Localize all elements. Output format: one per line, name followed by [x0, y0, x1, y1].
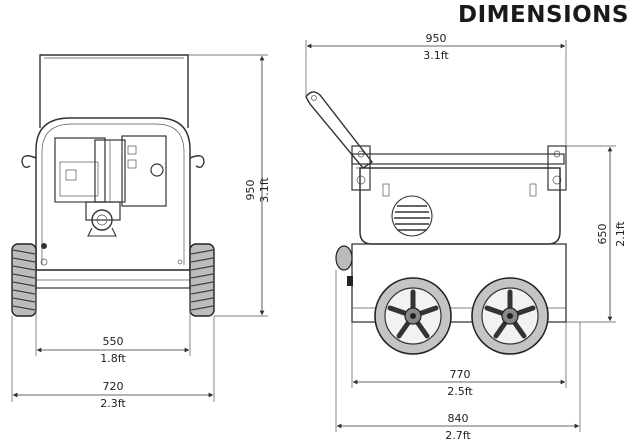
side-left-wheel [374, 277, 452, 355]
side-height-mm: 650 [596, 224, 609, 245]
side-wheelbase-ft: 2.5ft [447, 385, 473, 398]
front-body [21, 117, 205, 289]
front-outer-width-ft: 2.3ft [100, 397, 126, 410]
side-width-dimension: 840 2.7ft [335, 270, 581, 442]
front-right-wheel [189, 243, 215, 317]
side-width-mm: 840 [448, 412, 469, 425]
side-height-dimension: 650 2.1ft [566, 145, 627, 323]
side-width-ft: 2.7ft [445, 429, 471, 442]
front-height-dimension: 950 3.1ft [188, 54, 271, 317]
side-vent [391, 195, 433, 237]
side-handle [305, 91, 374, 169]
side-wheelbase-dimension: 770 2.5ft [351, 322, 567, 398]
side-length-mm: 950 [426, 32, 447, 45]
page-title: DIMENSIONS [458, 2, 629, 28]
front-inner-width-mm: 550 [103, 335, 124, 348]
front-inner-width-ft: 1.8ft [100, 352, 126, 365]
side-view: 950 3.1ft 650 2.1ft 770 2.5ft 840 2.7ft [305, 32, 627, 442]
front-height-mm: 950 [244, 180, 257, 201]
front-height-ft: 3.1ft [258, 177, 271, 203]
front-outer-width-dimension: 720 2.3ft [11, 316, 215, 410]
side-right-wheel [471, 277, 549, 355]
side-wheelbase-mm: 770 [450, 368, 471, 381]
front-inner-width-dimension: 550 1.8ft [35, 290, 191, 365]
side-length-ft: 3.1ft [423, 49, 449, 62]
side-height-ft: 2.1ft [614, 221, 627, 247]
side-length-dimension: 950 3.1ft [305, 32, 567, 146]
side-hose-knob [335, 245, 353, 286]
front-handle [39, 54, 189, 128]
front-outer-width-mm: 720 [103, 380, 124, 393]
front-left-wheel [11, 243, 37, 317]
front-view: 950 3.1ft 550 1.8ft 720 2.3ft [11, 54, 271, 410]
front-engine [40, 135, 183, 266]
